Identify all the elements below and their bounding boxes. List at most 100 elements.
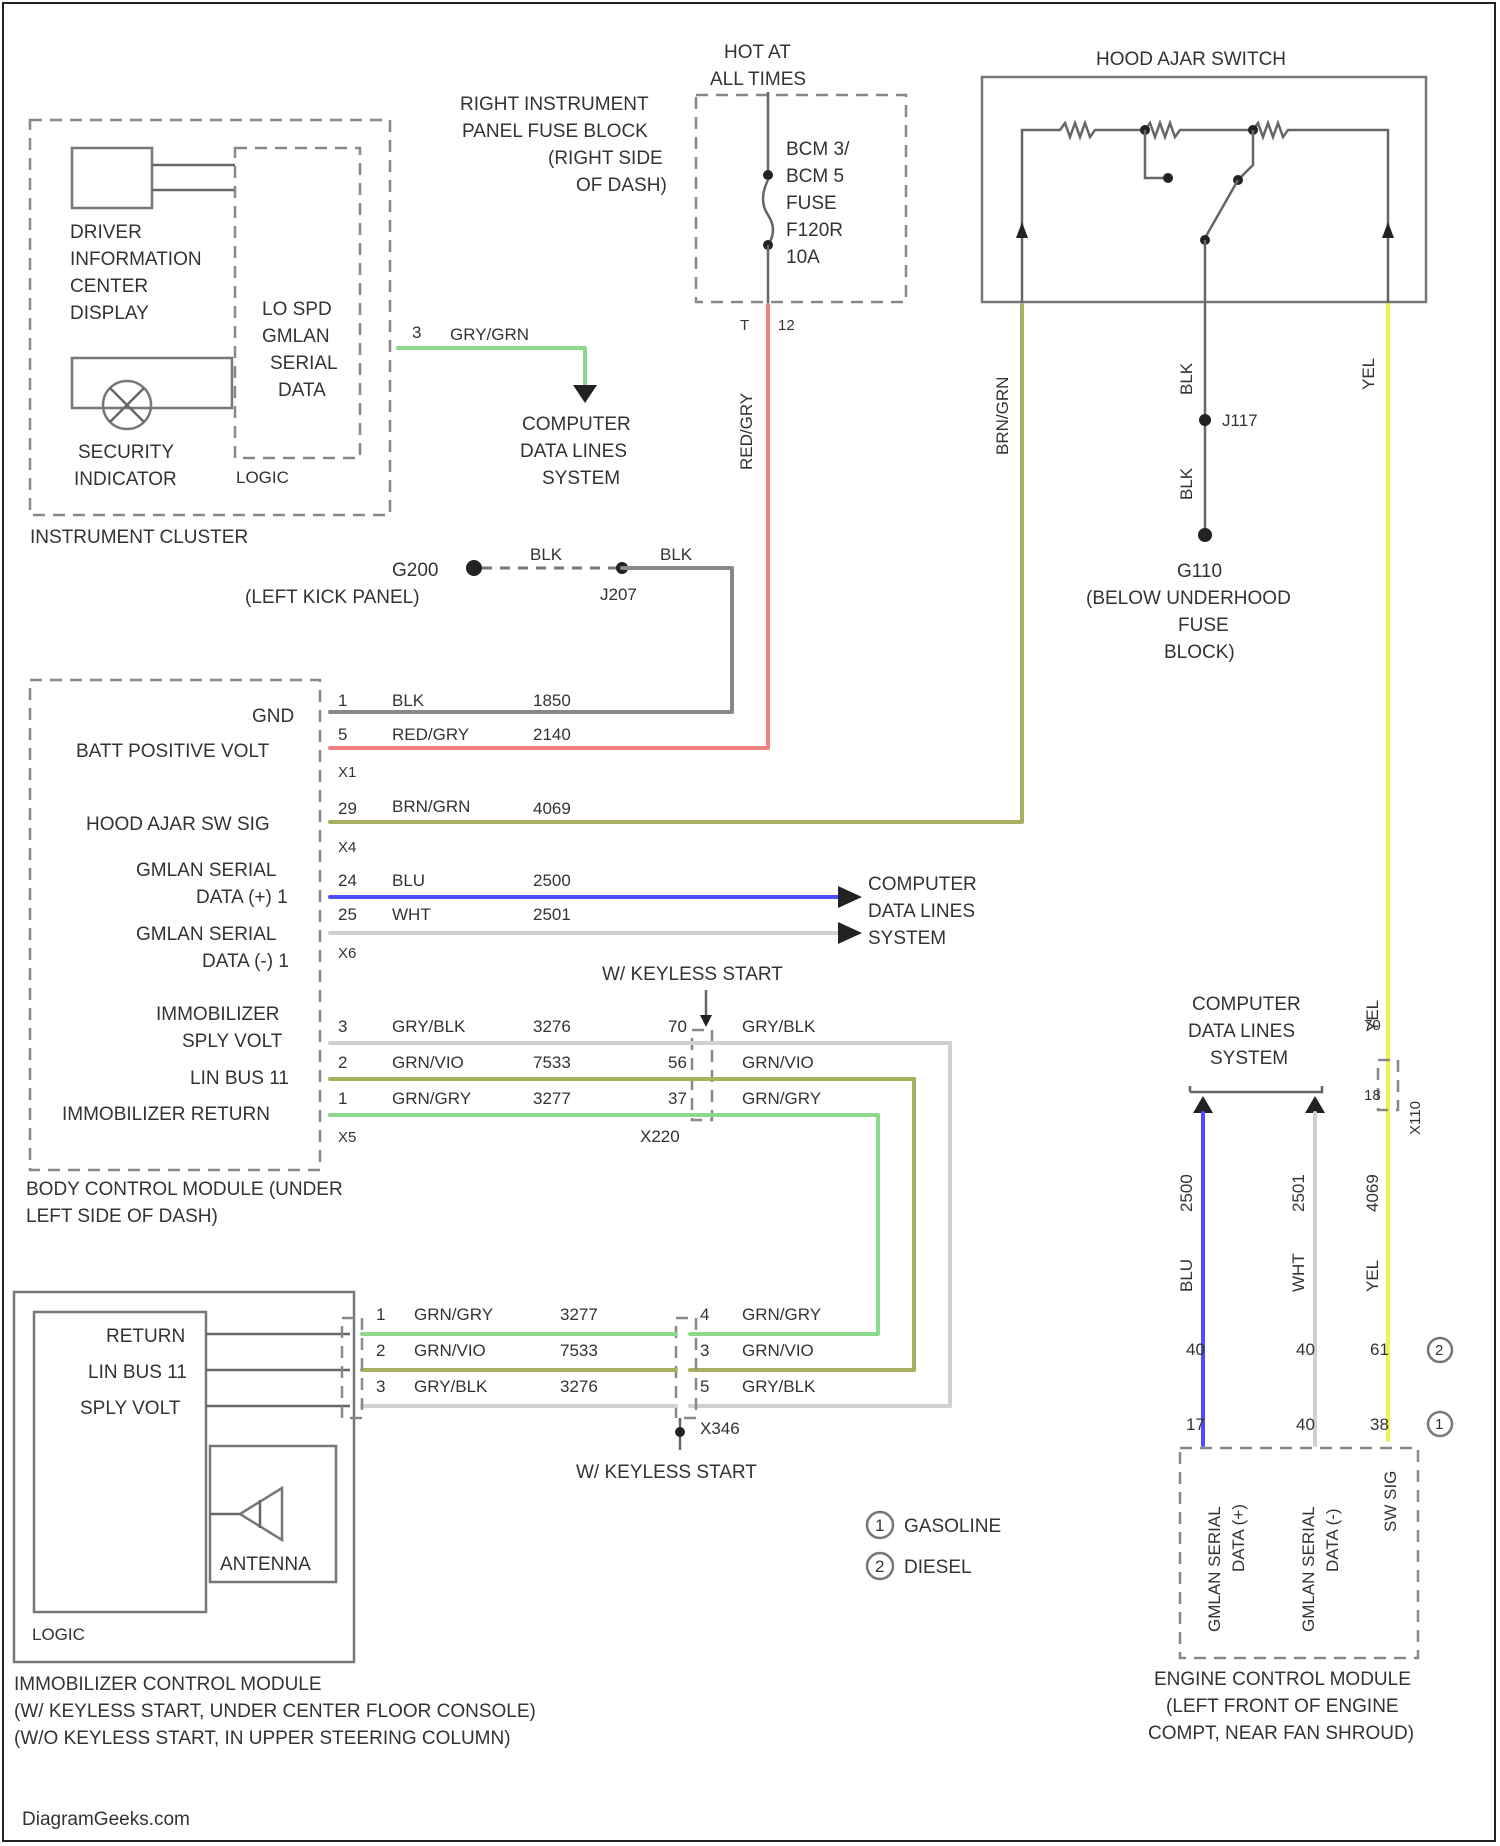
dic-display-symbol	[72, 148, 152, 208]
ecm-input-2b: DATA (-)	[1323, 1508, 1342, 1572]
ecm-circuit-2: 2501	[1289, 1174, 1308, 1212]
fuse-label-2: BCM 5	[786, 166, 844, 187]
legend-text-2: DIESEL	[904, 1557, 972, 1578]
hot-label-1: HOT AT	[724, 42, 791, 63]
x220-color-2: GRN/VIO	[742, 1053, 814, 1072]
ecm-input-1a: GMLAN SERIAL	[1205, 1506, 1224, 1632]
x346-pin-1: 4	[700, 1305, 709, 1324]
ground-g200-icon	[466, 560, 482, 576]
ecm-cdl-3: SYSTEM	[1210, 1048, 1288, 1069]
ecm-legend-mark-1: 2	[1435, 1342, 1443, 1359]
instrument-cluster: DRIVER INFORMATION CENTER DISPLAY SECURI…	[30, 120, 631, 548]
ecm-circuit-1: 2500	[1177, 1174, 1196, 1212]
x346-pin-2: 3	[700, 1341, 709, 1360]
ecm-pin-3: 38	[1370, 1415, 1389, 1434]
body-control-module: GND 1 BLK 1850 BATT POSITIVE VOLT 5 RED/…	[26, 680, 977, 1227]
antenna-label: ANTENNA	[220, 1554, 311, 1575]
g200-splice: J207	[600, 585, 637, 604]
ground-loc-3: BLOCK)	[1164, 642, 1235, 663]
bcm-pin-gnd: 1	[338, 691, 347, 710]
x220-note: W/ KEYLESS START	[602, 964, 783, 985]
bcm-color-immo-ret: GRN/GRY	[392, 1089, 471, 1108]
bcm-pin-hood: 29	[338, 799, 357, 818]
immo-label-lin: LIN BUS 11	[88, 1362, 187, 1383]
fuse-block-label-4: OF DASH)	[576, 175, 667, 196]
immo-circuit-1: 3277	[560, 1305, 598, 1324]
ecm-title-1: ENGINE CONTROL MODULE	[1154, 1669, 1411, 1690]
bcm-label-immo-volt-2: SPLY VOLT	[182, 1031, 283, 1052]
ground-wire-top: BLK	[1177, 362, 1196, 395]
bcm-pin-batt: 5	[338, 725, 347, 744]
wire-grn-vio	[330, 1079, 914, 1370]
engine-control-module: COMPUTER DATA LINES SYSTEM 2500 BLU 2501…	[1148, 994, 1452, 1744]
hood-switch-title: HOOD AJAR SWITCH	[1096, 49, 1286, 70]
bcm-circuit-immo-ret: 3277	[533, 1089, 571, 1108]
ecm-cdl-1: COMPUTER	[1192, 994, 1301, 1015]
immo-color-1: GRN/GRY	[414, 1305, 493, 1324]
bcm-connector-x1: X1	[338, 764, 356, 781]
yel-pin-1: 70	[1364, 1017, 1381, 1034]
bcm-label-can-hi-1: GMLAN SERIAL	[136, 860, 276, 881]
fuse-pin-2: 12	[778, 317, 795, 334]
ground-wire-bottom: BLK	[1177, 467, 1196, 500]
x346-name: X346	[700, 1419, 740, 1438]
bcm-label-can-lo-1: GMLAN SERIAL	[136, 924, 276, 945]
bcm-pin-immo-volt: 3	[338, 1017, 347, 1036]
bcm-label-immo-volt-1: IMMOBILIZER	[156, 1004, 280, 1025]
ground-loc-1: (BELOW UNDERHOOD	[1086, 588, 1291, 609]
x346-color-3: GRY/BLK	[742, 1377, 816, 1396]
x220-color-1: GRY/BLK	[742, 1017, 816, 1036]
dic-label-2: INFORMATION	[70, 249, 202, 270]
immo-color-2: GRN/VIO	[414, 1341, 486, 1360]
immo-pin-3: 3	[376, 1377, 385, 1396]
hood-wire-right: YEL	[1359, 358, 1378, 390]
immo-circuit-3: 3276	[560, 1377, 598, 1396]
ecm-input-3: SW SIG	[1381, 1471, 1400, 1532]
bcm-circuit-gnd: 1850	[533, 691, 571, 710]
g200-wire-a: BLK	[530, 545, 563, 564]
hot-label-2: ALL TIMES	[710, 69, 806, 90]
cluster-pin: 3	[412, 323, 421, 342]
cluster-dest-3: SYSTEM	[542, 468, 620, 489]
fuse-label-4: F120R	[786, 220, 843, 241]
ecm-circuit-3: 4069	[1363, 1174, 1382, 1212]
wire-grn-gry	[330, 1115, 878, 1334]
bcm-color-immo-volt: GRY/BLK	[392, 1017, 466, 1036]
dic-label-4: DISPLAY	[70, 303, 149, 324]
bcm-circuit-can-lo: 2501	[533, 905, 571, 924]
fuse-label-3: FUSE	[786, 193, 837, 214]
bcm-label-batt: BATT POSITIVE VOLT	[76, 741, 270, 762]
ecm-pin-2: 40	[1296, 1415, 1315, 1434]
x220-color-3: GRN/GRY	[742, 1089, 821, 1108]
arrow-up-icon	[1305, 1096, 1325, 1113]
bcm-pin-lin: 2	[338, 1053, 347, 1072]
ecm-splice: X110	[1407, 1101, 1424, 1135]
x220-pin-1: 70	[668, 1017, 687, 1036]
arrow-down-icon	[573, 385, 597, 403]
ground-name: G110	[1177, 561, 1222, 582]
bcm-dest-2: DATA LINES	[868, 901, 975, 922]
ground-g200: G200 BLK J207 BLK (LEFT KICK PANEL)	[245, 545, 732, 712]
ground-loc-2: FUSE	[1178, 615, 1229, 636]
ecm-input-1b: DATA (+)	[1229, 1504, 1248, 1572]
ecm-cdl-2: DATA LINES	[1188, 1021, 1295, 1042]
serial-label-2: GMLAN	[262, 326, 330, 347]
fuse-block-label-1: RIGHT INSTRUMENT	[460, 94, 649, 115]
security-label-2: INDICATOR	[74, 469, 177, 490]
immo-title-3: (W/O KEYLESS START, IN UPPER STEERING CO…	[14, 1728, 511, 1749]
immo-pin-2: 2	[376, 1341, 385, 1360]
cluster-wire-color: GRY/GRN	[450, 325, 529, 344]
ecm-title-2: (LEFT FRONT OF ENGINE	[1166, 1696, 1399, 1717]
ecm-pin-alt-3: 61	[1370, 1340, 1389, 1359]
wire-gry-grn-cluster	[398, 348, 585, 385]
serial-label-1: LO SPD	[262, 299, 332, 320]
bcm-dest-3: SYSTEM	[868, 928, 946, 949]
bcm-pin-can-lo: 25	[338, 905, 357, 924]
bcm-connector-x4: X4	[338, 839, 356, 856]
arrow-up-icon	[1193, 1096, 1213, 1113]
cluster-dest-1: COMPUTER	[522, 414, 631, 435]
bcm-label-can-lo-2: DATA (-) 1	[202, 951, 289, 972]
bcm-label-can-hi-2: DATA (+) 1	[196, 887, 288, 908]
instrument-cluster-title: INSTRUMENT CLUSTER	[30, 527, 248, 548]
